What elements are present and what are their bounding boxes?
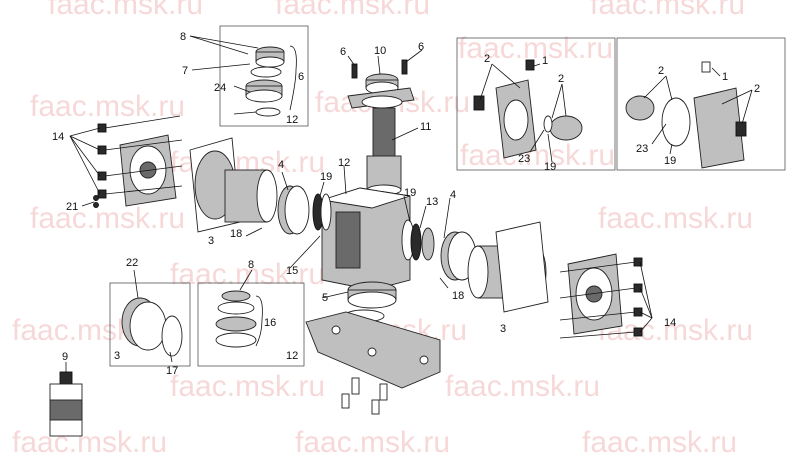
callout-label: 18	[230, 228, 242, 240]
callout-label: 21	[66, 201, 78, 213]
callout-label: 14	[52, 131, 64, 143]
piston-kit-parts	[121, 290, 257, 357]
callout-labels: 8 7 24 6 12 6 10 6 11 14 21 4 12 19 19 1…	[52, 31, 760, 377]
callout-label: 7	[182, 65, 188, 77]
callout-label: 24	[214, 82, 226, 94]
callout-label: 19	[404, 187, 416, 199]
watermark-text: faac.msk.ru	[582, 426, 737, 459]
callout-label: 22	[126, 257, 138, 269]
callout-label: 14	[664, 317, 676, 329]
callout-label: 1	[722, 71, 728, 83]
watermark-text: faac.msk.ru	[12, 426, 167, 459]
inset-box-seal-kit	[219, 25, 309, 127]
callout-label: 19	[320, 171, 332, 183]
watermark-text: faac.msk.ru	[48, 0, 203, 21]
left-cylinder-group	[189, 137, 332, 235]
oil-bottle	[49, 371, 83, 437]
top-flange-assembly	[347, 59, 415, 196]
bottom-seal-and-plate	[305, 281, 441, 415]
callout-label: 6	[298, 71, 304, 83]
watermark-text: faac.msk.ru	[445, 370, 600, 403]
inset-box-pump-left	[456, 37, 616, 171]
watermark-text: faac.msk.ru	[170, 258, 325, 291]
callout-label: 23	[518, 153, 530, 165]
callout-label: 9	[62, 351, 68, 363]
callout-label: 19	[664, 155, 676, 167]
watermark-text: faac.msk.ru	[275, 0, 430, 21]
callout-label: 17	[166, 365, 178, 377]
callout-label: 1	[542, 55, 548, 67]
callout-label: 5	[322, 292, 328, 304]
callout-label: 8	[180, 31, 186, 43]
watermark-text: faac.msk.ru	[295, 426, 450, 459]
callout-label: 15	[286, 265, 298, 277]
watermark-text: faac.msk.ru	[30, 202, 185, 235]
central-body	[321, 187, 411, 291]
callout-label: 3	[500, 323, 506, 335]
watermark-text: faac.msk.ru	[30, 90, 185, 123]
watermark-text: faac.msk.ru	[598, 202, 753, 235]
watermark-text: faac.msk.ru	[590, 0, 745, 21]
watermark-text: faac.msk.ru	[170, 370, 325, 403]
inset-box-pump-right	[616, 37, 786, 171]
callout-label: 6	[418, 41, 424, 53]
callout-label: 2	[484, 53, 490, 65]
inset-pump-left-parts	[473, 59, 583, 159]
callout-label: 19	[544, 161, 556, 173]
callout-label: 12	[286, 114, 298, 126]
watermark-text: faac.msk.ru	[460, 139, 615, 172]
callout-label: 12	[338, 157, 350, 169]
right-cylinder-group	[401, 219, 549, 313]
callout-label: 11	[420, 121, 431, 133]
callout-label: 13	[426, 196, 438, 208]
watermark-text: faac.msk.ru	[598, 314, 753, 347]
callout-label: 2	[558, 73, 564, 85]
callout-label: 2	[754, 83, 760, 95]
callout-label: 3	[114, 350, 120, 362]
callout-label: 23	[636, 143, 648, 155]
watermarks: faac.msk.ru faac.msk.ru faac.msk.ru faac…	[12, 0, 753, 459]
callout-label: 10	[374, 45, 386, 57]
callout-label: 8	[248, 259, 254, 271]
callout-label: 16	[264, 317, 276, 329]
callout-label: 4	[278, 159, 284, 171]
callout-label: 3	[208, 235, 214, 247]
inset-box-gasket-kit	[197, 282, 305, 367]
inset-pump-right-parts	[625, 61, 747, 169]
leader-lines	[65, 35, 753, 372]
callout-label: 18	[452, 290, 464, 302]
watermark-text: faac.msk.ru	[458, 32, 613, 65]
seal-kit-parts	[245, 46, 285, 117]
callout-label: 4	[450, 189, 456, 201]
callout-label: 2	[658, 65, 664, 77]
left-pump-head	[93, 115, 183, 208]
callout-label: 12	[286, 350, 298, 362]
inset-box-piston-kit	[109, 282, 191, 367]
right-pump-head	[559, 253, 643, 339]
callout-label: 6	[340, 46, 346, 58]
